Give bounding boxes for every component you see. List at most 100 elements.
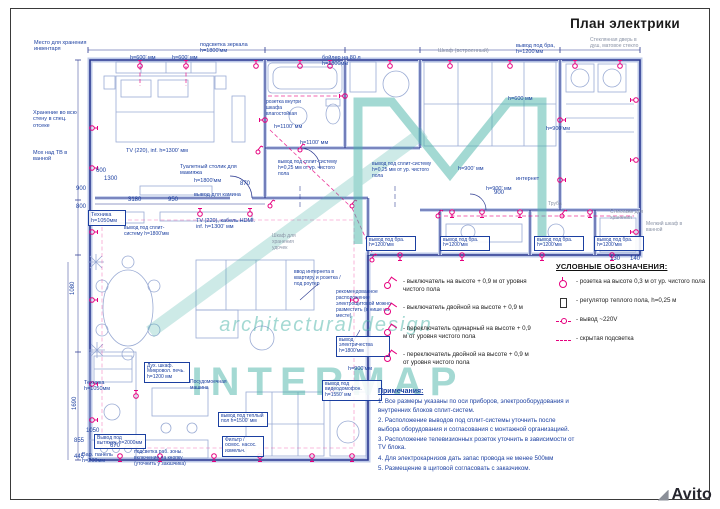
legend-item: - вывод ~220V bbox=[556, 316, 708, 327]
plan-label: h=600' мм bbox=[172, 55, 198, 61]
avito-mark-icon bbox=[657, 489, 669, 501]
switch-legend-text: - переключатель одинарный на высоте + 0,… bbox=[403, 325, 531, 341]
plan-label: вывод под сплит-систему h=0,25 мм от ур.… bbox=[278, 159, 338, 177]
plan-label: интернет bbox=[516, 176, 540, 182]
legend-item-text: - розетка на высоте 0,3 м от ур. чистого… bbox=[576, 278, 706, 285]
plan-label: бойлер на 80 л h=1800мм bbox=[322, 55, 361, 68]
switch-legend-item: - выключатель на высоте + 0,9 м от уровн… bbox=[382, 278, 534, 294]
plan-label: 870 bbox=[240, 181, 251, 187]
plan-label: вывод под бра. h=1200'мм bbox=[534, 236, 584, 251]
switch-legend-text: - переключатель двойной на высоте + 0,9 … bbox=[403, 351, 529, 367]
plan-label: подсветка раб. зоны. включение на кнопку… bbox=[134, 449, 186, 467]
legend-item: - розетка на высоте 0,3 м от ур. чистого… bbox=[556, 277, 708, 289]
plant-icon bbox=[89, 342, 105, 358]
legend-item: - скрытая подсветка bbox=[556, 335, 708, 346]
switch-legend-item: - переключатель двойной на высоте + 0,9 … bbox=[382, 351, 534, 367]
note-item: 3. Расположение телевизионных розеток ут… bbox=[378, 435, 575, 452]
switch-icon bbox=[382, 325, 397, 337]
plan-label: вывод для камина bbox=[194, 192, 241, 198]
plan-label: h=900'мм bbox=[348, 366, 373, 372]
plant-icon bbox=[88, 254, 104, 270]
legend-symbol-icon bbox=[556, 277, 571, 289]
switch-legend-text: - выключатель на высоте + 0,9 м от уровн… bbox=[403, 278, 527, 294]
legend: УСЛОВНЫЕ ОБОЗНАЧЕНИЯ: - розетка на высот… bbox=[556, 262, 708, 354]
plan-label: вывод под сплит-систему h=1800'мм bbox=[124, 225, 169, 237]
plan-label: 600 bbox=[96, 168, 107, 174]
switch-legend-text: - выключатель двойной на высоте + 0,9 м bbox=[403, 304, 523, 312]
page-title: План электрики bbox=[570, 16, 680, 31]
plan-label: вывод под бра. h=1200'мм bbox=[440, 236, 490, 251]
switch-icon bbox=[382, 278, 397, 289]
note-item: 2. Расположение выводов под сплит-систем… bbox=[378, 416, 570, 433]
plan-label: h=600' мм bbox=[130, 55, 156, 61]
plan-label: TV (220), кабель HDMI. inf. h=1300' мм bbox=[196, 218, 256, 231]
plan-label: 800 bbox=[76, 204, 87, 210]
notes-list: 1. Все размеры указаны по оси приборов, … bbox=[378, 398, 576, 473]
legend-items: - розетка на высоте 0,3 м от ур. чистого… bbox=[556, 277, 708, 346]
plan-label: Место для хранения инвентаря bbox=[34, 40, 87, 53]
avito-logo: Avito bbox=[657, 486, 712, 504]
dimension-lines bbox=[67, 47, 641, 461]
plan-label: h=900' мм bbox=[486, 186, 512, 192]
plan-label: 670 bbox=[110, 443, 121, 449]
notes-title: Примечания: bbox=[378, 388, 424, 395]
plan-label: h=600 мм bbox=[508, 96, 533, 102]
drawing-frame bbox=[10, 8, 710, 500]
legend-symbol-icon bbox=[556, 335, 571, 346]
plan-label: 1300 bbox=[104, 176, 118, 182]
plan-label: h=1100' мм bbox=[274, 124, 303, 130]
note-item: 5. Размещение в щитовой согласовать с за… bbox=[378, 464, 531, 472]
furniture bbox=[88, 61, 637, 459]
legend-item-text: - вывод ~220V bbox=[576, 316, 618, 323]
plan-label: 140 bbox=[630, 256, 641, 262]
plan-label: h=900'мм bbox=[546, 126, 571, 132]
plan-label: рекомендованное расположение электрощито… bbox=[336, 289, 391, 319]
legend-symbol-icon bbox=[556, 297, 571, 308]
switch-legend-item: - выключатель двойной на высоте + 0,9 м bbox=[382, 304, 534, 316]
plan-label: 3180 bbox=[128, 197, 142, 203]
plan-label: Мелкий шкаф в ванной bbox=[646, 221, 683, 233]
walls bbox=[87, 57, 643, 463]
watermark-subtext: architectural design bbox=[219, 314, 433, 336]
plan-label: Шкаф (встроенный) bbox=[438, 48, 489, 54]
plan-label: ввод интернета в квартиру и розетка / по… bbox=[294, 269, 341, 287]
plan-label: Техника h=1050мм bbox=[84, 380, 111, 393]
plan-label: Мох над ТВ в ванной bbox=[33, 150, 68, 163]
switch-legend-item: - переключатель одинарный на высоте + 0,… bbox=[382, 325, 534, 341]
plan-label: 1690 bbox=[72, 396, 78, 410]
plan-label: вывод электричества h=1800'мм bbox=[336, 336, 390, 357]
plan-label: Хранение во всю стену в спец. отсеке bbox=[33, 110, 77, 129]
switch-icon bbox=[382, 351, 397, 363]
plan-label: подсветка зеркала h=1800'мм bbox=[200, 42, 248, 55]
legend-item: - регулятор теплого пола, h=0,25 м bbox=[556, 297, 708, 308]
plan-label: вывод под теплый пол h=1500' мм bbox=[218, 412, 268, 427]
legend-title: УСЛОВНЫЕ ОБОЗНАЧЕНИЯ: bbox=[556, 262, 668, 271]
plan-label: 855 bbox=[74, 438, 85, 444]
plan-label: h=900' мм bbox=[458, 166, 484, 172]
switch-icon bbox=[382, 304, 397, 316]
plan-label: 445 bbox=[74, 454, 85, 460]
plan-label: вывод под сплит-систему h=0,25 мм от ур.… bbox=[372, 161, 432, 179]
split-system-dashed bbox=[299, 186, 396, 210]
plan-label: h=1800'мм bbox=[194, 178, 222, 184]
plan-label: розетка внутри шкафа влагостойкая bbox=[266, 99, 301, 117]
plan-label: h=1100' мм bbox=[300, 140, 329, 146]
plan-label: Техника h=1050мм bbox=[88, 210, 126, 226]
plan-label: вывод под видеодомофон. h=1550' мм bbox=[322, 380, 382, 401]
plan-label: 900 bbox=[76, 186, 87, 192]
plan-label: Дух. шкаф. Микровол. печь. h=1200 мм bbox=[144, 362, 190, 383]
plan-label: Стеклянная дверь в душ, матовое стекло bbox=[590, 37, 639, 49]
plan-label: Туалетный столик для макияжа bbox=[180, 164, 237, 177]
plan-label: вывод под бра. h=1200'мм bbox=[594, 236, 644, 251]
plan-label: вывод под бра, h=1200'мм bbox=[516, 43, 555, 56]
plan-label: Стеллажи для хранения bbox=[610, 209, 644, 221]
avito-logo-text: Avito bbox=[671, 486, 712, 503]
plan-label: 1080 bbox=[70, 281, 76, 295]
plan-label: Посудомоечная машина bbox=[190, 379, 227, 391]
note-item: 1. Все размеры указаны по оси приборов, … bbox=[378, 398, 569, 414]
plan-label: TV (220), inf. h=1300' мм bbox=[126, 148, 188, 154]
legend-symbol-icon bbox=[556, 316, 571, 327]
note-item: 4. Для электрокарнизов дать запас провод… bbox=[378, 454, 554, 462]
plan-label: Вывод под вытяжку, h=2000мм bbox=[94, 434, 146, 449]
